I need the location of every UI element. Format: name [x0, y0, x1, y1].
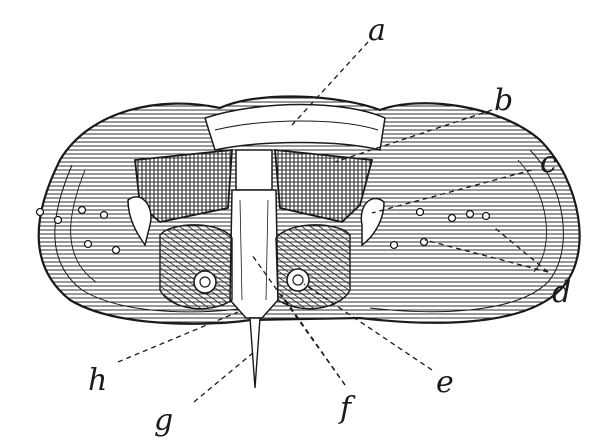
- label-g: g: [154, 403, 173, 438]
- left-lobe: [159, 224, 233, 310]
- leader-d1: [494, 227, 549, 273]
- left-pores: [35, 205, 121, 255]
- leader-a: [291, 41, 369, 126]
- leader-c: [371, 169, 533, 214]
- label-f: f: [338, 391, 356, 426]
- label-d: d: [552, 275, 571, 310]
- labels: a b c d e f g h: [88, 13, 571, 438]
- leader-lines: [117, 41, 549, 403]
- spine: [249, 317, 261, 389]
- leader-e: [303, 283, 433, 371]
- label-e: e: [436, 365, 454, 400]
- label-h: h: [88, 363, 107, 398]
- left-side-organ: [127, 196, 152, 247]
- right-lobe: [275, 224, 351, 310]
- leader-h: [117, 311, 239, 363]
- leader-d2: [424, 239, 549, 273]
- right-pores: [389, 207, 491, 250]
- label-b: b: [494, 83, 513, 118]
- right-side-organ: [360, 197, 385, 247]
- leader-b: [334, 109, 493, 163]
- dorsal-ridge: [204, 103, 386, 151]
- central-column: [229, 149, 279, 319]
- label-a: a: [368, 13, 386, 48]
- leader-g: [193, 351, 255, 403]
- label-c: c: [540, 145, 557, 180]
- right-plate: [274, 148, 374, 223]
